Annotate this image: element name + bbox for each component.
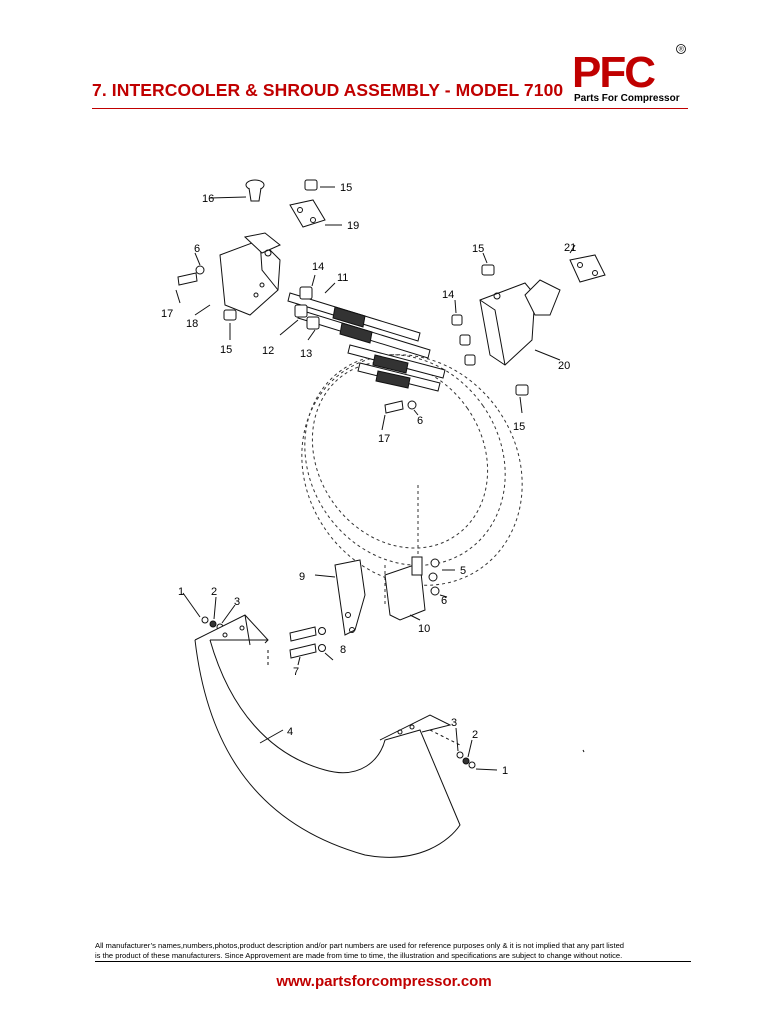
logo-tagline: Parts For Compressor — [574, 93, 680, 104]
callout-15: 15 — [513, 421, 525, 433]
disclaimer-line-1: All manufacturer’s names,numbers,photos,… — [95, 941, 625, 950]
callout-5: 5 — [460, 565, 466, 577]
registered-mark: ® — [679, 46, 685, 54]
callout-1: 1 — [178, 586, 184, 598]
callout-17: 17 — [161, 308, 173, 320]
callout-17: 17 — [378, 433, 390, 445]
header-divider — [92, 108, 688, 109]
callout-18: 18 — [186, 318, 198, 330]
callout-4: 4 — [287, 726, 293, 738]
callout-19: 19 — [347, 220, 359, 232]
website-link[interactable]: www.partsforcompressor.com — [276, 973, 492, 990]
callout-6: 6 — [194, 243, 200, 255]
callout-13: 13 — [300, 348, 312, 360]
callout-15: 15 — [472, 243, 484, 255]
callout-8: 8 — [340, 644, 346, 656]
callout-3: 3 — [451, 717, 457, 729]
pfc-logo: PFC ® — [572, 44, 686, 97]
callout-14: 14 — [312, 261, 324, 273]
callout-16: 16 — [202, 193, 214, 205]
callout-3: 3 — [234, 596, 240, 608]
callout-1: 1 — [502, 765, 508, 777]
callout-12: 12 — [262, 345, 274, 357]
logo-letters: PFC — [572, 48, 655, 97]
disclaimer: All manufacturer’s names,numbers,photos,… — [95, 941, 691, 963]
callout-6: 6 — [417, 415, 423, 427]
callout-14: 14 — [442, 289, 454, 301]
exploded-parts-diagram: 16 15 19 6 14 11 17 18 15 12 13 15 21 14… — [161, 179, 606, 858]
callout-7: 7 — [293, 666, 299, 678]
callout-2: 2 — [211, 586, 217, 598]
callout-15: 15 — [340, 182, 352, 194]
disclaimer-line-2: is the product of these manufacturers. S… — [95, 950, 623, 960]
callout-20: 20 — [558, 360, 570, 372]
callout-11: 11 — [337, 272, 348, 284]
callout-21: 21 — [564, 242, 576, 254]
callout-2: 2 — [472, 729, 478, 741]
callout-9: 9 — [299, 571, 305, 583]
callout-10: 10 — [418, 623, 430, 635]
callout-6: 6 — [441, 595, 447, 607]
callout-15: 15 — [220, 344, 232, 356]
page-title: 7. INTERCOOLER & SHROUD ASSEMBLY - MODEL… — [92, 80, 564, 100]
